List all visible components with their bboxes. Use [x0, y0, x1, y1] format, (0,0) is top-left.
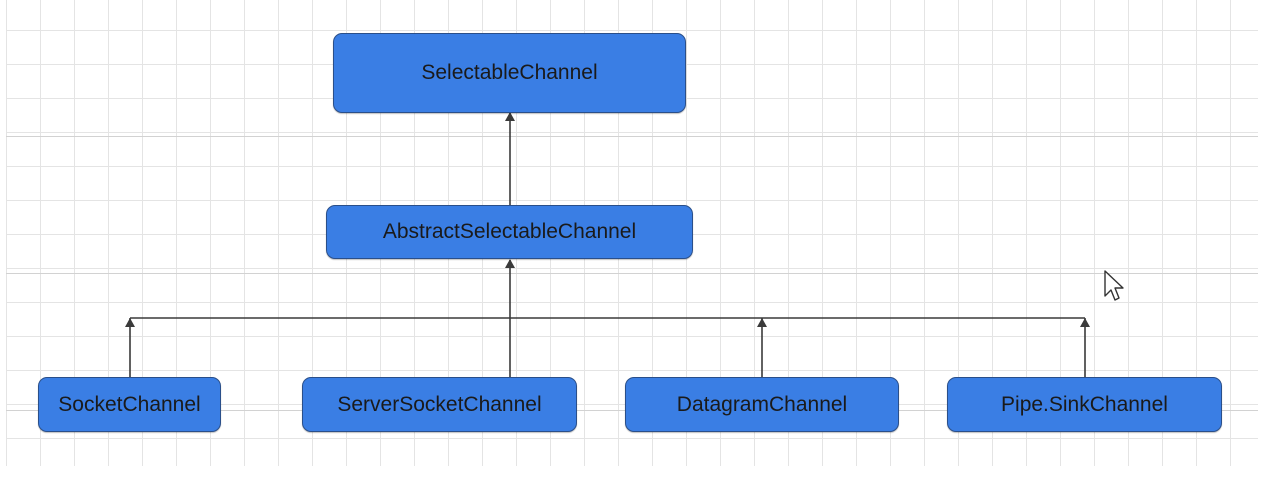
arrowhead-socket	[125, 318, 135, 327]
node-label: ServerSocketChannel	[337, 392, 542, 416]
arrowhead-datagram	[757, 318, 767, 327]
node-abstract-selectable-channel[interactable]: AbstractSelectableChannel	[326, 205, 693, 259]
node-label: SocketChannel	[58, 392, 201, 416]
node-datagram-channel[interactable]: DatagramChannel	[625, 377, 899, 432]
node-selectable-channel[interactable]: SelectableChannel	[333, 33, 686, 113]
node-label: SelectableChannel	[421, 61, 598, 84]
node-label: AbstractSelectableChannel	[382, 220, 637, 243]
node-label: DatagramChannel	[676, 392, 848, 416]
arrowhead-abstract	[505, 259, 515, 268]
node-socket-channel[interactable]: SocketChannel	[38, 377, 221, 432]
node-pipe-sink-channel[interactable]: Pipe.SinkChannel	[947, 377, 1222, 432]
node-server-socket-channel[interactable]: ServerSocketChannel	[302, 377, 577, 432]
mouse-pointer-icon	[1104, 270, 1124, 301]
node-label: Pipe.SinkChannel	[1001, 392, 1168, 416]
arrowhead-pipesink	[1080, 318, 1090, 327]
arrowhead-selectable	[505, 112, 515, 121]
